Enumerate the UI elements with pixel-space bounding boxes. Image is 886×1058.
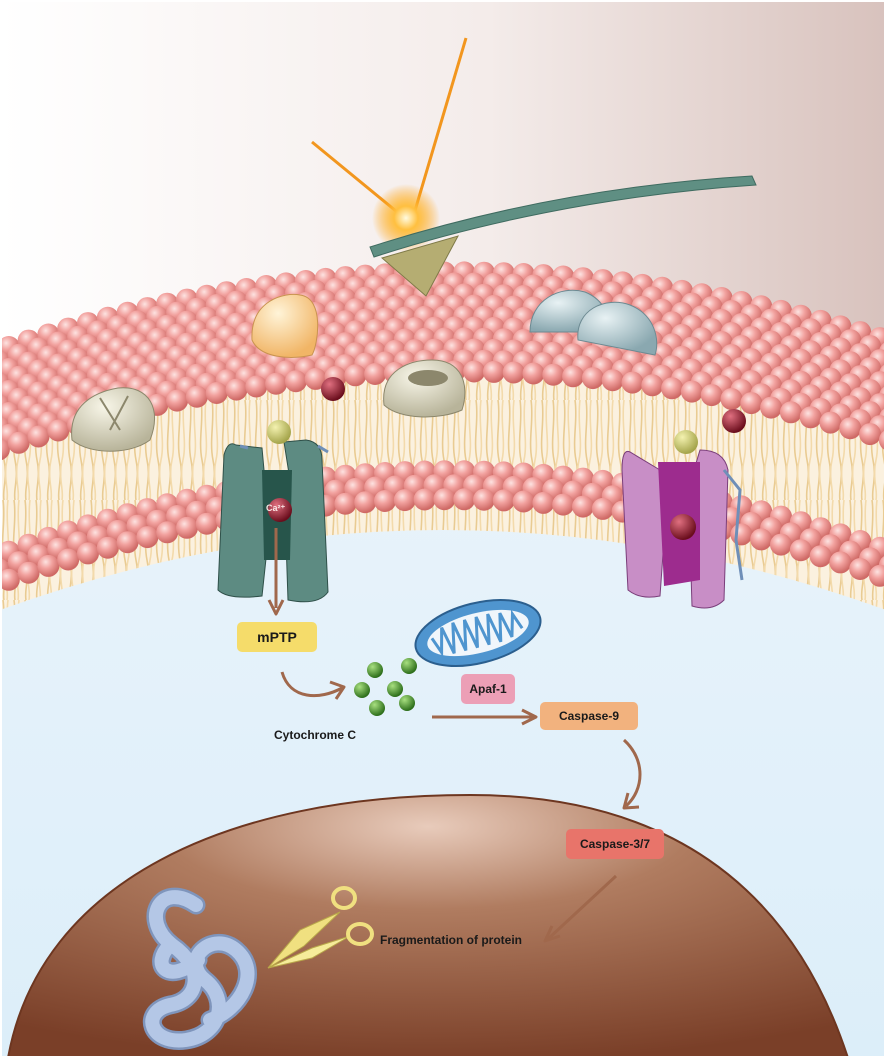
ion-channel-icon <box>217 420 329 603</box>
membrane-protein-teal <box>529 289 658 356</box>
membrane-protein-orange <box>251 293 319 358</box>
membrane-protein-beige-center <box>383 359 466 418</box>
ion-particle <box>722 409 746 433</box>
pathway-arrows <box>267 528 642 943</box>
fragmentation-label: Fragmentation of protein <box>380 933 522 947</box>
calcium-ion-label: Ca²⁺ <box>266 503 286 513</box>
scissors-icon <box>267 886 374 969</box>
caspase-3-7-box: Caspase-3/7 <box>566 829 664 859</box>
cytochrome-c-label: Cytochrome C <box>274 728 357 742</box>
protein-coil-icon <box>142 887 257 1050</box>
membrane-protein-beige-left <box>71 387 155 452</box>
apaf-1-box: Apaf-1 <box>461 674 515 704</box>
caspase-9-box: Caspase-9 <box>540 702 638 730</box>
arrow-mptp-to-cytochrome <box>280 671 343 698</box>
arrow-caspase9-to-caspase37 <box>622 738 642 808</box>
afm-probe-icon <box>369 175 757 297</box>
cytochrome-c-icon <box>354 658 417 716</box>
arrow-caspase37-to-fragmentation <box>546 874 618 941</box>
ion-channel-icon <box>621 430 744 609</box>
mptp-box: mPTP <box>237 622 317 652</box>
ion-particle <box>321 377 345 401</box>
mitochondrion-icon <box>414 599 542 667</box>
